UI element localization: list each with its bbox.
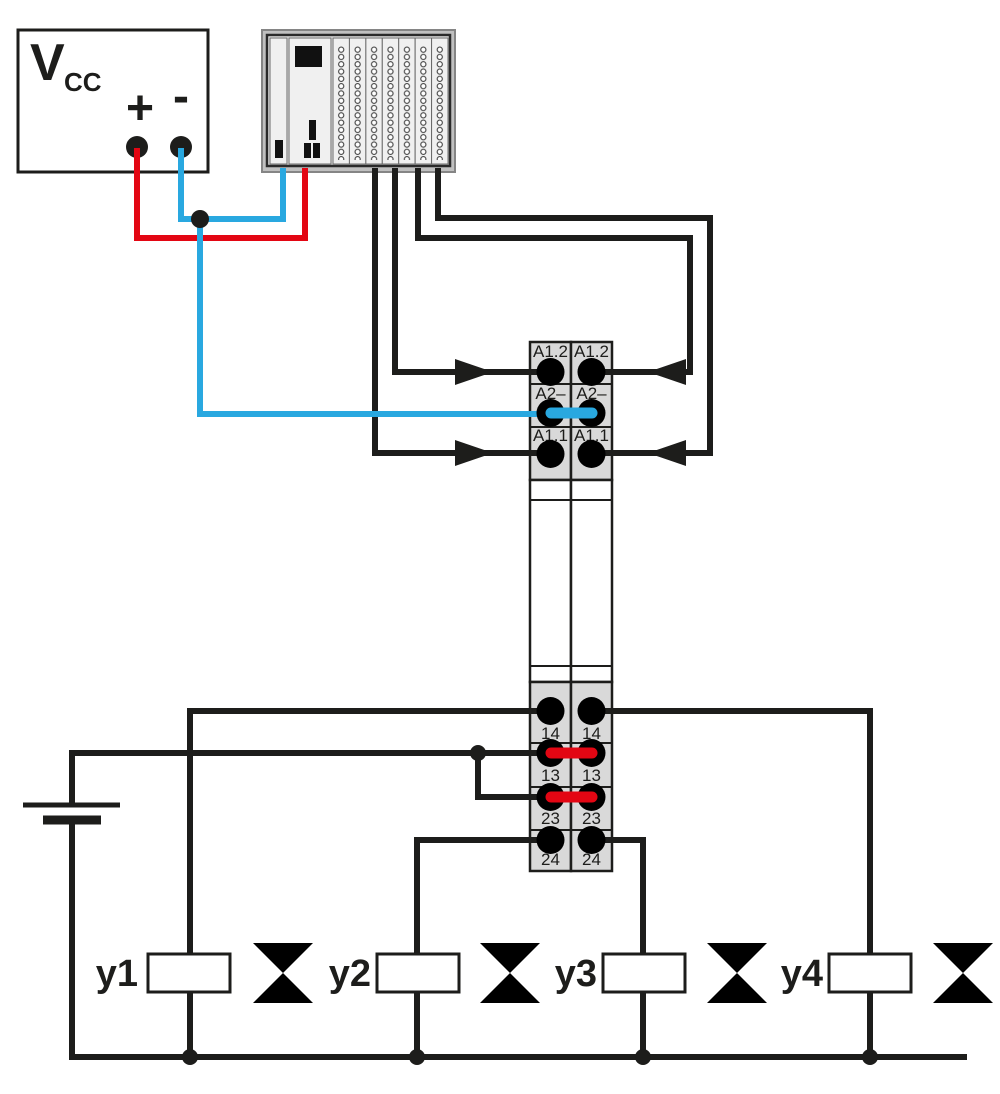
solenoid-coil <box>375 952 461 994</box>
terminal-label-24-right: 24 <box>582 850 601 869</box>
supply-wires <box>134 148 552 417</box>
wire-minus-to-a2-terminal <box>197 219 552 417</box>
valve-icon <box>911 930 993 1016</box>
terminal-label-a12-left: A1.2 <box>533 342 568 361</box>
minus-terminal-icon <box>170 136 192 158</box>
relay-label: y4 <box>781 953 823 995</box>
terminal-label-14-left: 14 <box>541 724 560 743</box>
screw-terminal-icon <box>577 440 606 468</box>
wire-14-left-to-y1 <box>187 708 552 1057</box>
screw-terminal-icon <box>577 697 606 725</box>
plc-module <box>261 29 456 173</box>
plus-sign-label: + <box>126 82 154 135</box>
terminal-label-a2-left: A2– <box>535 384 566 403</box>
plc-terminal-dots <box>333 46 448 160</box>
terminal-label-13-left: 13 <box>541 766 560 785</box>
valve-icon <box>685 930 767 1016</box>
relay-label: y2 <box>329 953 371 995</box>
junction-dot <box>862 1049 878 1065</box>
relay-body-left <box>528 478 573 684</box>
relay-y4: y4 <box>781 930 993 1016</box>
wire-return-bus <box>69 819 967 1060</box>
terminal-label-23-left: 23 <box>541 809 560 828</box>
solenoid-coil <box>146 952 232 994</box>
relay-y1: y1 <box>96 930 313 1016</box>
screw-terminal-icon <box>536 440 565 468</box>
plc-indicator-icon <box>275 140 283 158</box>
terminal-label-13-right: 13 <box>582 766 601 785</box>
wire-battery-to-13 <box>69 750 552 806</box>
terminal-label-a11-right: A1.1 <box>574 426 609 445</box>
wire-arrow-icon <box>455 440 493 466</box>
terminal-label-14-right: 14 <box>582 724 601 743</box>
relay-label: y3 <box>555 953 597 995</box>
junction-dot <box>409 1049 425 1065</box>
wire-arrow-icon <box>648 359 686 385</box>
wire-vcc-plus-to-plc <box>134 148 308 241</box>
power-supply-label: V <box>30 34 65 92</box>
junction-dot <box>191 210 209 228</box>
screw-terminal-icon <box>536 358 565 386</box>
wire-arrow-icon <box>455 359 493 385</box>
plc-indicator-icon <box>309 120 316 140</box>
plc-slot <box>269 37 288 165</box>
junction-dot <box>182 1049 198 1065</box>
plc-display-icon <box>295 46 322 67</box>
wire-arrow-icon <box>648 440 686 466</box>
power-supply-label-subscript: CC <box>64 67 102 97</box>
minus-sign-label: - <box>173 70 189 123</box>
load-circuit-wires <box>69 708 967 1065</box>
terminal-label-24-left: 24 <box>541 850 560 869</box>
terminal-label-a2-right: A2– <box>576 384 607 403</box>
relay-y3: y3 <box>555 930 767 1016</box>
wire-plc-out1-to-a11-left <box>372 168 549 456</box>
junction-dot <box>635 1049 651 1065</box>
plus-terminal-icon <box>126 136 148 158</box>
wire-14-right-to-y4 <box>591 708 873 1057</box>
solenoid-coil <box>827 952 913 994</box>
battery-icon <box>23 802 120 825</box>
plc-indicator-icon <box>313 143 320 158</box>
relay-label: y1 <box>96 953 138 995</box>
wire-plc-out2-to-a12-left <box>392 168 549 375</box>
screw-terminal-icon <box>536 826 565 854</box>
plc-output-wires <box>372 168 713 466</box>
junction-dot <box>470 745 486 761</box>
relay-body-right <box>569 478 614 684</box>
terminal-label-23-right: 23 <box>582 809 601 828</box>
plc-indicator-icon <box>304 143 311 158</box>
wire-vcc-minus-to-plc <box>178 148 286 222</box>
valve-icon <box>231 930 313 1016</box>
jumper-bridges <box>545 407 598 803</box>
terminal-label-a12-right: A1.2 <box>574 342 609 361</box>
screw-terminal-icon <box>577 826 606 854</box>
power-supply-unit: V CC + - <box>16 28 210 174</box>
wire-24-right-to-y3 <box>591 837 646 1057</box>
valve-icon <box>458 930 540 1016</box>
relay-y2: y2 <box>329 930 540 1016</box>
wire-branch-13-to-23 <box>475 753 552 800</box>
screw-terminal-icon <box>536 697 565 725</box>
solenoid-coil <box>601 952 687 994</box>
terminal-label-a11-left: A1.1 <box>533 426 568 445</box>
screw-terminal-icon <box>577 358 606 386</box>
